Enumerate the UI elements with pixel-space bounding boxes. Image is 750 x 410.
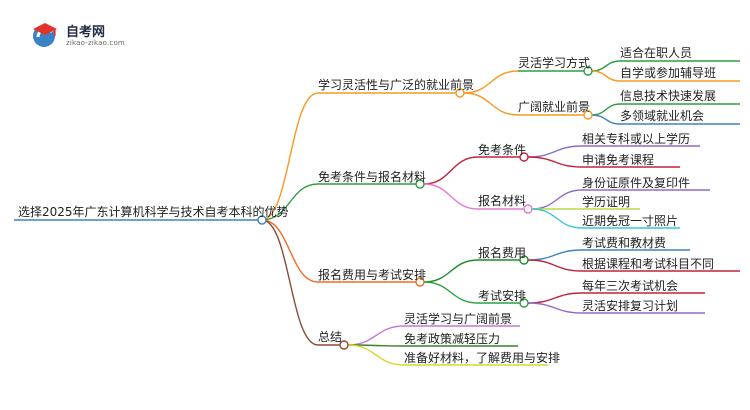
- leaf-working-people: 适合在职人员: [620, 46, 693, 60]
- subtopic-fees: 报名费用: [478, 246, 527, 260]
- logo-url: zikao-zikao.com: [66, 39, 125, 47]
- leaf-diploma: 学历证明: [582, 195, 631, 209]
- leaf-three-exams: 每年三次考试机会: [582, 279, 679, 293]
- branch-exemption-materials: 免考条件与报名材料: [318, 170, 427, 184]
- leaf-fee-varies: 根据课程和考试科目不同: [582, 257, 715, 271]
- b3sub2-node[interactable]: [519, 298, 529, 308]
- leaf-photo: 近期免冠一寸照片: [582, 214, 679, 228]
- edge-b3sub2-leaf1: [527, 292, 583, 304]
- edge-b2sub1-leaf1: [527, 145, 583, 158]
- edge-branch1-sub1: [463, 70, 519, 94]
- branch-summary: 总结: [318, 330, 343, 344]
- b3sub1-node[interactable]: [519, 255, 529, 265]
- edge-b2sub1-leaf2: [527, 156, 583, 168]
- edge-b3sub2-leaf2: [527, 302, 583, 314]
- sub2-node[interactable]: [583, 110, 593, 120]
- edge-root-branch2: [261, 183, 319, 221]
- edge-sub1-leaf1: [591, 60, 621, 72]
- sub1-node[interactable]: [583, 66, 593, 76]
- branch1-node[interactable]: [455, 88, 465, 98]
- edge-branch2-sub2: [423, 183, 479, 210]
- branch-flexibility-career: 学习灵活性与广泛的就业前景: [318, 78, 475, 92]
- summary-item-3: 准备好材料，了解费用与安排: [404, 351, 561, 365]
- edge-root-branch1: [261, 92, 319, 221]
- summary-item-1: 灵活学习与广阔前景: [404, 312, 513, 326]
- edge-sub2-leaf1: [591, 103, 621, 116]
- branch-fees-schedule: 报名费用与考试安排: [318, 268, 427, 282]
- leaf-it-growth: 信息技术快速发展: [620, 89, 717, 103]
- branch4-node[interactable]: [339, 340, 349, 350]
- leaf-multi-field-jobs: 多领域就业机会: [620, 109, 705, 123]
- edge-b2sub2-leaf3: [531, 208, 583, 229]
- summary-item-2: 免考政策减轻压力: [404, 332, 501, 346]
- branch3-node[interactable]: [415, 277, 425, 287]
- edge-branch1-sub2: [463, 92, 519, 116]
- subtopic-career-prospects: 广阔就业前景: [518, 100, 591, 114]
- site-logo[interactable]: 自考网 zikao-zikao.com: [30, 20, 140, 50]
- edge-root-branch4: [261, 219, 319, 346]
- subtopic-materials: 报名材料: [478, 194, 527, 208]
- root-node[interactable]: [257, 215, 267, 225]
- branch2-node[interactable]: [415, 179, 425, 189]
- edge-branch3-sub1: [423, 259, 479, 283]
- b2sub2-node[interactable]: [523, 204, 533, 214]
- leaf-apply-exemption: 申请免考课程: [582, 153, 655, 167]
- edge-sub1-leaf2: [591, 70, 621, 82]
- leaf-id-card: 身份证原件及复印件: [582, 176, 691, 190]
- edge-b3sub1-leaf1: [527, 249, 583, 261]
- edge-sub2-leaf2: [591, 114, 621, 125]
- edge-branch2-sub1: [423, 156, 479, 185]
- edge-root-branch3: [261, 219, 319, 283]
- subtopic-schedule: 考试安排: [478, 289, 527, 303]
- edge-b2sub2-leaf1: [531, 189, 583, 210]
- leaf-review-plan: 灵活安排复习计划: [582, 299, 679, 313]
- edge-summary-3: [347, 344, 405, 366]
- root-topic: 选择2025年广东计算机科学与技术自考本科的优势: [18, 205, 289, 219]
- b2sub1-node[interactable]: [519, 152, 529, 162]
- edge-branch3-sub2: [423, 281, 479, 304]
- graduation-cap-icon: [33, 23, 57, 47]
- leaf-self-study: 自学或参加辅导班: [620, 66, 717, 80]
- edge-summary-1: [347, 325, 405, 346]
- leaf-exam-book-fees: 考试费和教材费: [582, 236, 667, 250]
- subtopic-exemption: 免考条件: [478, 143, 527, 157]
- leaf-prior-degree: 相关专科或以上学历: [582, 132, 691, 146]
- logo-name: 自考网: [66, 25, 106, 40]
- subtopic-flexible-study: 灵活学习方式: [518, 56, 591, 70]
- edge-b3sub1-leaf2: [527, 259, 583, 272]
